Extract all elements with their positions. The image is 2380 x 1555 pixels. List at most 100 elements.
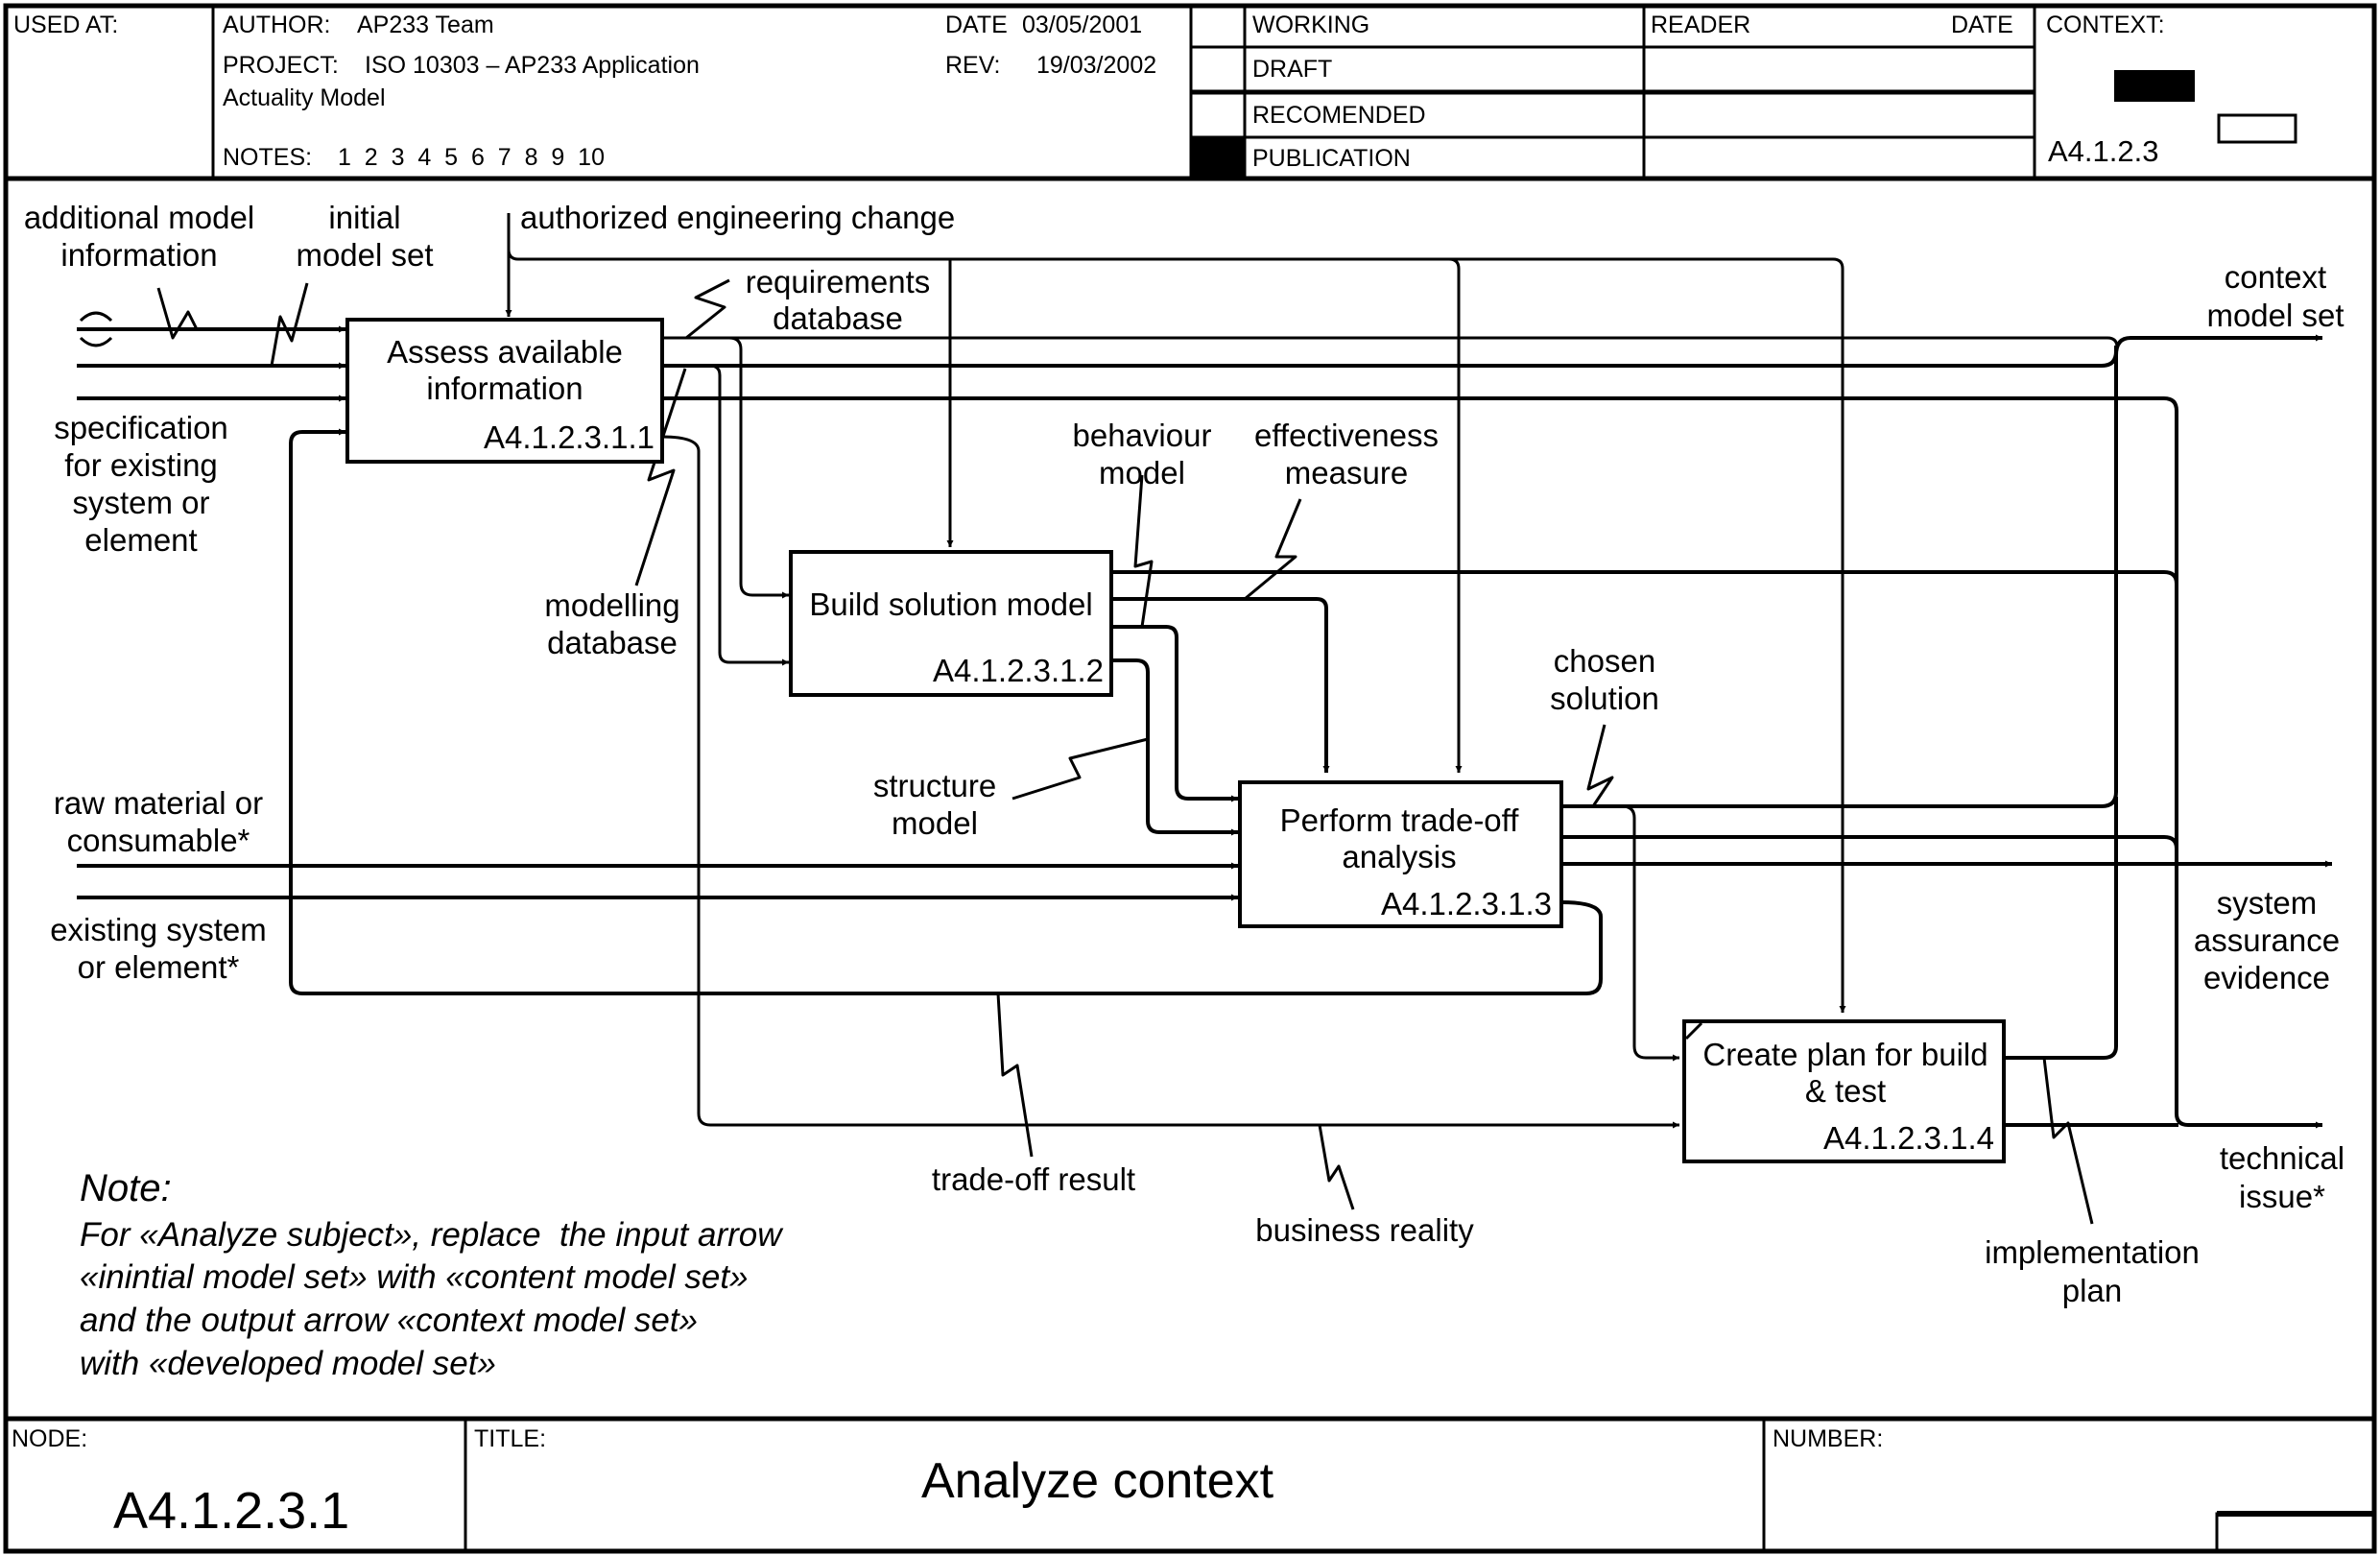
status-recomended[interactable]: RECOMENDED — [1252, 102, 1426, 129]
context-parent-box-icon — [2114, 70, 2195, 102]
number-label: NUMBER: — [1773, 1425, 1883, 1452]
leader-initial-model-set — [270, 282, 309, 367]
author-value: AP233 Team — [357, 12, 494, 38]
context-sibling-box-icon — [2217, 113, 2297, 144]
leader-requirements-database — [685, 278, 730, 340]
label-initial-model-set: initial — [328, 200, 400, 235]
arrow-reqdb-to-box2[interactable] — [728, 336, 789, 599]
label-business-reality: business reality — [1255, 1212, 1474, 1248]
activity-4-node-id: A4.1.2.3.1.4 — [1823, 1120, 1994, 1156]
diagram-title: Analyze context — [921, 1453, 1274, 1509]
context-label: CONTEXT: — [2046, 12, 2165, 38]
note-line-1: For «Analyze subject», replace the input… — [80, 1216, 784, 1254]
arrow-business-reality[interactable] — [661, 435, 1679, 1129]
label-requirements-database-2: database — [773, 300, 903, 336]
leader-implementation-plan — [2042, 1057, 2094, 1225]
label-effectiveness-measure-2: measure — [1285, 455, 1408, 490]
label-implementation-plan: implementation — [1985, 1234, 2200, 1270]
activity-3-name-line2: analysis — [1342, 839, 1456, 874]
arrow-trade-off-result[interactable] — [289, 428, 1603, 995]
label-additional-model-information: additional model — [24, 200, 254, 235]
label-chosen-solution: chosen — [1554, 643, 1655, 679]
arrow-chosen-to-box4[interactable] — [1621, 804, 1679, 1062]
notes-label: NOTES: — [223, 144, 312, 171]
arrow-box2-output-1[interactable] — [1111, 570, 2178, 585]
reader-date-label: DATE — [1951, 12, 2013, 38]
arrows — [77, 213, 2332, 1225]
activity-3-name-line1: Perform trade-off — [1280, 802, 1520, 838]
leader-effectiveness-measure — [1244, 498, 1302, 601]
status-working[interactable]: WORKING — [1252, 12, 1369, 38]
author-label: AUTHOR: — [223, 12, 331, 38]
header-block: USED AT: AUTHOR: AP233 Team PROJECT: ISO… — [6, 6, 2374, 181]
activity-box-3[interactable]: Perform trade-off analysis A4.1.2.3.1.3 — [1238, 780, 1563, 928]
activity-box-4[interactable]: Create plan for build & test A4.1.2.3.1.… — [1682, 1019, 2006, 1163]
note-line-3: and the output arrow «context model set» — [80, 1302, 698, 1339]
label-technical-issue-2: issue* — [2239, 1179, 2325, 1214]
footer-number-cell — [2215, 1512, 2374, 1551]
arrow-structure-model[interactable] — [1111, 658, 1238, 836]
label-modelling-database: modelling — [544, 587, 679, 623]
leader-trade-off-result — [996, 993, 1034, 1158]
date-value: 03/05/2001 — [1022, 12, 1142, 38]
rev-label: REV: — [945, 52, 1000, 79]
label-specification-3: system or — [72, 485, 209, 520]
label-technical-issue: technical — [2220, 1140, 2344, 1176]
label-specification-4: element — [84, 522, 197, 558]
title-label: TITLE: — [474, 1425, 546, 1452]
publication-status-marker[interactable] — [1191, 137, 1245, 179]
label-raw-material-2: consumable* — [67, 823, 250, 858]
project-value-line2: Actuality Model — [223, 84, 386, 111]
label-specification: specification — [54, 410, 228, 445]
arrow-modelling-db-to-box2[interactable] — [709, 364, 789, 666]
arrow-context-model-set[interactable] — [2114, 334, 2322, 357]
label-system-assurance-evidence-3: evidence — [2203, 960, 2330, 995]
leader-behaviour-model — [1133, 474, 1154, 628]
rev-value: 19/03/2002 — [1036, 52, 1156, 79]
label-initial-model-set-2: model set — [296, 237, 433, 273]
label-structure-model: structure — [873, 768, 996, 803]
activity-4-name-line2: & test — [1805, 1073, 1886, 1109]
label-existing-system: existing system — [50, 912, 267, 947]
label-specification-2: for existing — [64, 447, 218, 483]
leader-business-reality — [1318, 1124, 1355, 1210]
label-authorized-engineering-change: authorized engineering change — [520, 200, 955, 235]
activity-3-node-id: A4.1.2.3.1.3 — [1381, 886, 1552, 921]
arrow-effectiveness-measure[interactable] — [1111, 597, 1330, 773]
context-node: A4.1.2.3 — [2048, 134, 2158, 168]
activity-4-corner-mark — [1684, 1021, 1703, 1041]
activity-1-node-id: A4.1.2.3.1.1 — [484, 419, 654, 455]
leader-additional-model-info — [156, 287, 199, 340]
label-chosen-solution-2: solution — [1550, 681, 1659, 716]
arrow-implementation-plan[interactable] — [2004, 797, 2118, 1060]
activity-box-1[interactable]: Assess available information A4.1.2.3.1.… — [345, 318, 664, 464]
label-system-assurance-evidence-2: assurance — [2194, 922, 2340, 958]
label-existing-system-2: or element* — [78, 949, 240, 985]
tunnel-icon — [79, 311, 113, 323]
used-at-label: USED AT: — [13, 12, 118, 38]
leader-chosen-solution — [1586, 724, 1614, 807]
label-context-model-set: context — [2225, 259, 2326, 295]
note-line-4: with «developed model set» — [80, 1345, 496, 1382]
activity-box-2[interactable]: Build solution model A4.1.2.3.1.2 — [789, 550, 1113, 697]
arrow-labels: additional model information initial mod… — [24, 200, 2344, 1308]
arrow-chosen-solution[interactable] — [1561, 355, 2118, 808]
notes-value: 1 2 3 4 5 6 7 8 9 10 — [338, 144, 605, 171]
arrow-box3-output-2[interactable] — [1561, 835, 2178, 849]
reader-label: READER — [1651, 12, 1750, 38]
status-draft[interactable]: DRAFT — [1252, 56, 1332, 83]
activity-1-name-line1: Assess available — [387, 334, 623, 370]
label-requirements-database: requirements — [746, 264, 931, 299]
label-structure-model-2: model — [892, 805, 978, 841]
project-value-line1: ISO 10303 – AP233 Application — [365, 52, 700, 79]
project-label: PROJECT: — [223, 52, 339, 79]
status-publication[interactable]: PUBLICATION — [1252, 145, 1411, 172]
arrow-behaviour-model[interactable] — [1111, 625, 1238, 802]
arrow-aec-to-box3[interactable] — [1448, 257, 1463, 773]
label-modelling-database-2: database — [547, 625, 678, 660]
footer-block: NODE: A4.1.2.3.1 TITLE: Analyze context … — [6, 1416, 2374, 1551]
arrow-technical-issue[interactable] — [662, 396, 2322, 1129]
arrow-authorized-engineering-change[interactable] — [507, 213, 1846, 1013]
label-behaviour-model-2: model — [1099, 455, 1185, 490]
